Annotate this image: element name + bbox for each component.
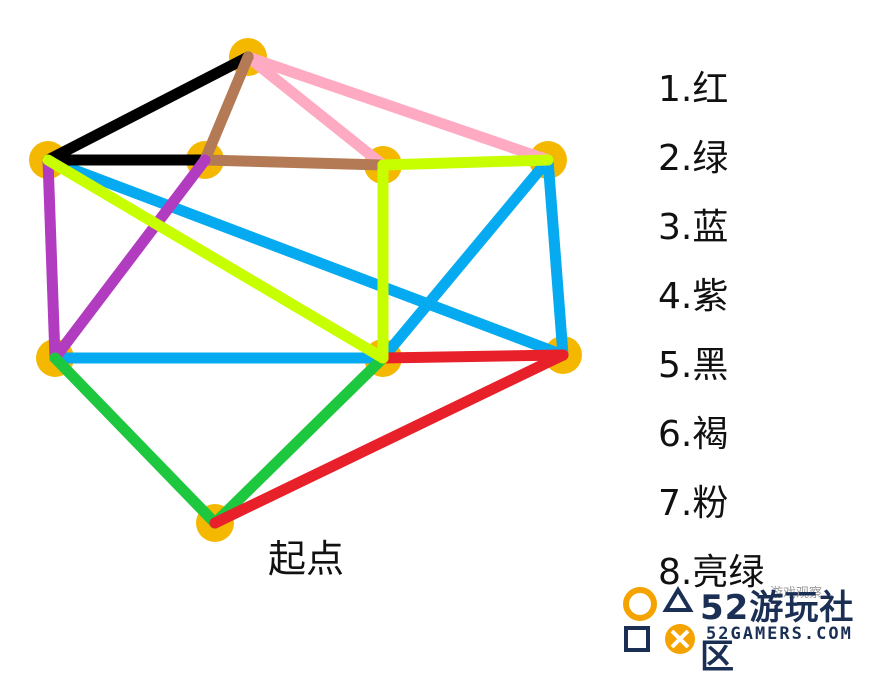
edge-mr1-mr2 [377,154,554,171]
edge-mm-bl [49,154,211,364]
edge-top-ml [42,51,254,166]
edge-bot-br [209,349,569,529]
edge-mm-mr1 [199,154,389,171]
legend-item-light-green: 8.亮绿 [658,552,765,593]
site-logo [623,586,695,654]
logo-cross-icon [670,629,690,649]
legend-item-purple: 4.紫 [658,276,729,317]
logo-triangle-icon [662,586,694,612]
edge-top-mm [199,51,254,166]
edge-top-mr1 [242,51,389,171]
logo-circle-icon [623,587,657,621]
edge-bm-br [377,349,569,364]
logo-square-icon [624,626,650,652]
puzzle-diagram [29,38,582,542]
legend-item-green: 2.绿 [658,138,729,179]
legend-item-brown: 6.褐 [658,414,729,455]
start-label: 起点 [268,537,345,581]
watermark-brand: 52游玩社区 [700,588,855,677]
watermark-caption: 游戏观察 [770,586,823,601]
edge-top-mr2 [242,51,554,166]
legend-item-red: 1.红 [658,69,729,110]
watermark-site: 52GAMERS.COM [706,624,853,644]
edge-mr2-br [542,154,569,361]
legend-item-black: 5.黑 [658,345,729,386]
edge-bm-mr2 [377,154,554,364]
edge-ml-bm [42,154,389,364]
edge-ml-bl [42,154,61,364]
edge-bot-bm [209,352,389,529]
legend-item-blue: 3.蓝 [658,207,729,248]
legend-item-pink: 7.粉 [658,483,729,524]
edge-bl-bot [49,352,221,529]
edge-ml-br [42,154,569,361]
